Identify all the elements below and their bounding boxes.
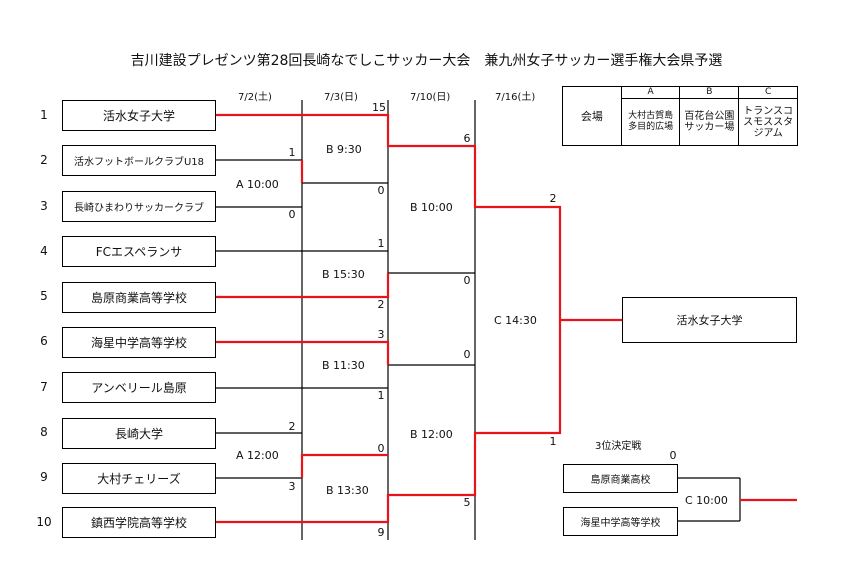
- team-box: FCエスペランサ: [62, 236, 216, 267]
- match-label: B 11:30: [322, 359, 365, 372]
- score: 9: [377, 526, 385, 539]
- match-label: A 12:00: [236, 449, 279, 462]
- score: 1: [288, 146, 296, 159]
- date-label: 7/16(土): [495, 92, 536, 103]
- team-box: 長崎大学: [62, 418, 216, 449]
- team-box: 島原商業高校: [563, 464, 678, 493]
- seed-number: 10: [36, 515, 52, 529]
- team-box: 海星中学高等学校: [563, 507, 678, 536]
- venue-name: 大村古賀島 多目的広場: [620, 98, 681, 146]
- match-label: B 12:00: [410, 428, 453, 441]
- score: 6: [463, 132, 471, 145]
- match-label: B 9:30: [326, 143, 362, 156]
- date-label: 7/10(日): [410, 92, 451, 103]
- team-box: 島原商業高等学校: [62, 282, 216, 313]
- winner-path: [216, 273, 390, 299]
- seed-number: 8: [40, 425, 48, 439]
- champion-box: 活水女子大学: [622, 297, 797, 343]
- match-label: B 10:00: [410, 201, 453, 214]
- seed-number: 7: [40, 380, 48, 394]
- venue-name: トランスコ スモススタ ジアム: [738, 98, 798, 146]
- winner-path: [300, 453, 388, 478]
- seed-number: 5: [40, 289, 48, 303]
- third-place-label: 3位決定戦: [595, 441, 642, 452]
- match-label: A 10:00: [236, 178, 279, 191]
- match-label: C 14:30: [494, 314, 537, 327]
- score: 1: [377, 389, 385, 402]
- score: 2: [288, 420, 296, 433]
- venue-header: B: [679, 86, 740, 99]
- seed-number: 4: [40, 244, 48, 258]
- score: 0: [463, 348, 471, 361]
- winner-path: [216, 340, 390, 365]
- winner-path: [216, 113, 622, 322]
- venue-name: 百花台公園 サッカー場: [679, 98, 740, 146]
- score: 15: [372, 101, 386, 114]
- score: 5: [463, 496, 471, 509]
- score: 0: [377, 442, 385, 455]
- team-box: 鎮西学院高等学校: [62, 507, 216, 538]
- score: 0: [288, 208, 296, 221]
- venue-header: A: [620, 86, 681, 99]
- seed-number: 1: [40, 108, 48, 122]
- team-box: 活水フットボールクラブU18: [62, 145, 216, 176]
- score: 1: [377, 237, 385, 250]
- seed-number: 3: [40, 199, 48, 213]
- match-label: B 15:30: [322, 268, 365, 281]
- venue-header: C: [738, 86, 798, 99]
- score: 0: [463, 274, 471, 287]
- winner-path: [216, 320, 562, 524]
- team-box: 活水女子大学: [62, 100, 216, 131]
- score: 1: [549, 435, 557, 448]
- venue-label: 会場: [562, 86, 622, 146]
- seed-number: 6: [40, 334, 48, 348]
- team-box: 海星中学高等学校: [62, 327, 216, 358]
- score: 2: [377, 298, 385, 311]
- date-label: 7/3(日): [324, 92, 358, 103]
- seed-number: 2: [40, 153, 48, 167]
- team-box: 長崎ひまわりサッカークラブ: [62, 191, 216, 222]
- score: 2: [549, 192, 557, 205]
- score: 3: [377, 328, 385, 341]
- score: 0: [669, 449, 677, 462]
- match-label: B 13:30: [326, 484, 369, 497]
- score: 0: [377, 184, 385, 197]
- score: 3: [288, 480, 296, 493]
- match-label: C 10:00: [685, 494, 728, 507]
- venue-table: 会場 A B C 大村古賀島 多目的広場 百花台公園 サッカー場 トランスコ ス…: [562, 86, 798, 146]
- page-title: 吉川建設プレゼンツ第28回長崎なでしこサッカー大会 兼九州女子サッカー選手権大会…: [130, 53, 723, 69]
- team-box: アンベリール島原: [62, 372, 216, 403]
- seed-number: 9: [40, 470, 48, 484]
- date-label: 7/2(土): [238, 92, 272, 103]
- team-box: 大村チェリーズ: [62, 463, 216, 494]
